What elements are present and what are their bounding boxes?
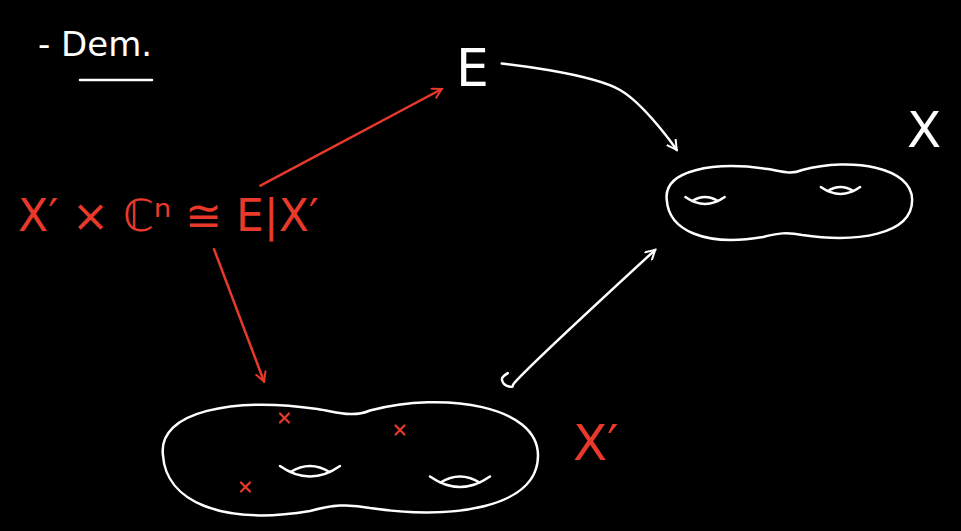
space-label: X′ × ℂⁿ ≅ E|X′	[18, 192, 319, 240]
surface-hole	[821, 187, 860, 194]
surface-hole	[692, 197, 718, 201]
surface-hole	[280, 466, 340, 477]
space-surface: X′	[145, 388, 550, 523]
surface-outline	[163, 402, 538, 515]
space-label: E	[456, 40, 489, 97]
surface-hole	[291, 466, 330, 472]
point-mark	[241, 483, 250, 492]
map-arrow	[502, 64, 677, 150]
surface-outline	[667, 164, 913, 239]
surface-hole	[430, 477, 490, 488]
surface-hole	[441, 477, 480, 483]
space-surface: X	[655, 155, 920, 245]
surface-hole	[685, 197, 724, 204]
space-object: E	[448, 38, 497, 99]
heading-note: - Dem.	[38, 26, 152, 63]
genus-two-surface	[145, 388, 550, 523]
genus-two-surface	[655, 155, 920, 245]
point-mark	[396, 426, 405, 435]
space-object: X′ × ℂⁿ ≅ E|X′	[12, 188, 325, 244]
point-mark	[280, 414, 289, 423]
space-label: X′	[573, 416, 619, 471]
space-label: X	[907, 103, 941, 158]
underline	[80, 79, 152, 82]
map-arrow	[214, 249, 264, 381]
inclusion-arrow	[502, 250, 655, 387]
map-arrow	[260, 89, 441, 186]
surface-hole	[828, 187, 854, 191]
